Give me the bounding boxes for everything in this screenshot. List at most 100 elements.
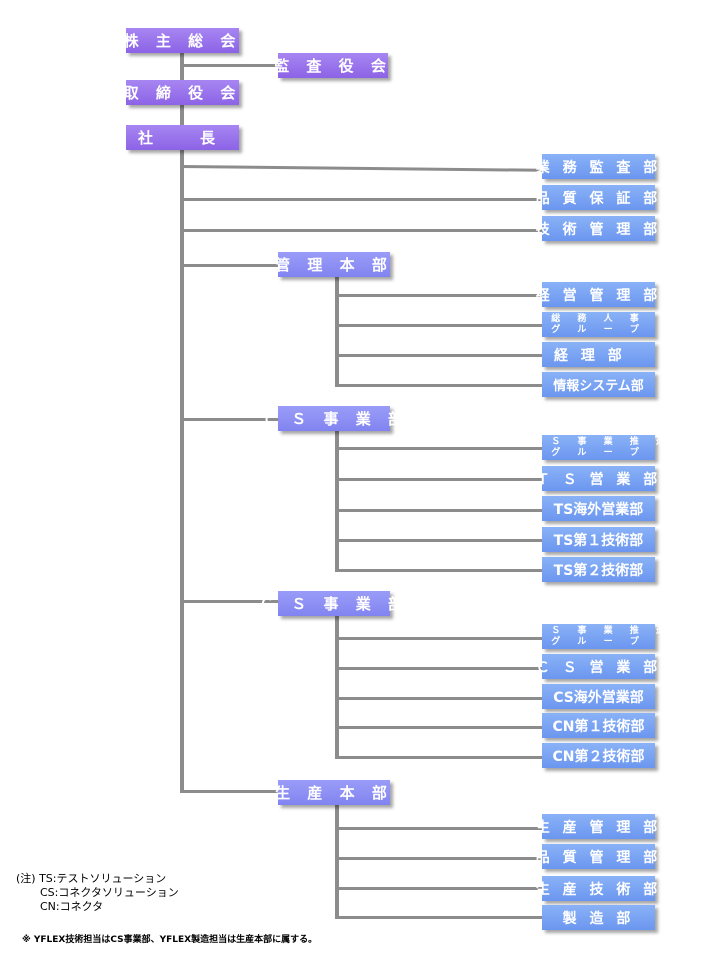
quality-assurance-dept-box[interactable]: 品 質 保 証 部 xyxy=(536,185,657,210)
seisan-subtrunk xyxy=(335,803,339,918)
cn-tech-dept-2-label: CN第２技術部 xyxy=(552,748,645,765)
note-cn: CN:コネクタ xyxy=(40,900,103,914)
cs-overseas-sales-dept-label: CS海外営業部 xyxy=(553,689,644,706)
cs-promotion-label: Ｃ Ｓ 事 業 推 進 xyxy=(525,625,672,636)
cs-division-box[interactable]: Ｃ Ｓ 事 業 部 xyxy=(259,591,403,616)
kanri-subtrunk xyxy=(335,275,339,387)
president-label-1: 社 xyxy=(138,129,160,147)
ts-group-label: グ ル ー プ xyxy=(551,447,646,458)
production-engineering-dept-label: 生 産 技 術 部 xyxy=(535,881,662,898)
cs-sales-dept-box[interactable]: Ｃ Ｓ 営 業 部 xyxy=(536,654,657,679)
corporate-planning-dept-label: 経 営 管 理 部 xyxy=(535,287,662,304)
quality-management-dept-label: 品 質 管 理 部 xyxy=(535,849,662,866)
ts-promotion-group-box[interactable]: Ｔ Ｓ 事 業 推 進 グ ル ー プ xyxy=(525,435,665,460)
board-of-directors-box[interactable]: 取 締 役 会 xyxy=(123,80,242,105)
note-cn-text: CN:コネクタ xyxy=(40,900,104,913)
cs-branch-2 xyxy=(335,667,542,670)
cn-tech-dept-1-label: CN第１技術部 xyxy=(552,718,645,735)
cs-division-label: Ｃ Ｓ 事 業 部 xyxy=(259,595,409,613)
kanri-branch-4 xyxy=(335,384,542,387)
ts-division-box[interactable]: Ｔ Ｓ 事 業 部 xyxy=(259,406,403,431)
ts-branch-2 xyxy=(335,478,542,481)
kanri-branch-1 xyxy=(335,294,542,297)
general-affairs-hr-label: 総 務 人 事 xyxy=(551,313,646,324)
ts-tech-dept-1-label: TS第１技術部 xyxy=(553,532,644,549)
cs-promotion-group-box[interactable]: Ｃ Ｓ 事 業 推 進 グ ル ー プ xyxy=(525,624,665,649)
kanri-division-box[interactable]: 管 理 本 部 xyxy=(275,252,393,277)
shareholders-meeting-box[interactable]: 株 主 総 会 xyxy=(123,28,242,53)
production-engineering-dept-box[interactable]: 生 産 技 術 部 xyxy=(536,876,657,901)
business-audit-dept-box[interactable]: 業 務 監 査 部 xyxy=(536,154,657,179)
cs-group-label: グ ル ー プ xyxy=(551,636,646,647)
president-label-2: 長 xyxy=(199,129,221,147)
note-ts-text: (注) TS:テストソリューション xyxy=(16,872,167,885)
ts-branch-5 xyxy=(335,569,542,572)
ts-sales-dept-box[interactable]: Ｔ Ｓ 営 業 部 xyxy=(536,466,657,491)
corporate-planning-dept-box[interactable]: 経 営 管 理 部 xyxy=(536,282,657,307)
ts-branch-1 xyxy=(335,447,542,450)
information-systems-dept-box[interactable]: 情報システム部 xyxy=(542,372,655,397)
production-management-dept-label: 生 産 管 理 部 xyxy=(535,819,662,836)
connector-audit xyxy=(179,165,542,172)
manufacturing-dept-box[interactable]: 製 造 部 xyxy=(542,905,655,930)
connector-qa xyxy=(180,198,542,201)
production-management-dept-box[interactable]: 生 産 管 理 部 xyxy=(536,814,657,839)
seisan-branch-3 xyxy=(335,887,542,890)
ts-overseas-sales-dept-box[interactable]: TS海外営業部 xyxy=(542,496,655,521)
auditor-connector xyxy=(180,64,280,67)
board-of-directors-label: 取 締 役 会 xyxy=(123,84,242,102)
connector-tech-mgmt xyxy=(180,229,542,232)
cs-subtrunk xyxy=(335,614,339,759)
quality-management-dept-box[interactable]: 品 質 管 理 部 xyxy=(536,844,657,869)
ts-branch-4 xyxy=(335,539,542,542)
auditor-board-label: 監 査 役 会 xyxy=(274,57,392,75)
seisan-division-box[interactable]: 生 産 本 部 xyxy=(275,780,393,805)
tech-management-dept-label: 技 術 管 理 部 xyxy=(535,221,662,238)
connector-seisan xyxy=(180,790,278,793)
seisan-branch-2 xyxy=(335,857,542,860)
shareholders-meeting-label: 株 主 総 会 xyxy=(123,32,242,50)
president-box[interactable]: 社 長 xyxy=(126,125,239,150)
cs-branch-1 xyxy=(335,637,542,640)
kanri-branch-2 xyxy=(335,324,542,327)
group-label: グ ル ー プ xyxy=(551,324,646,335)
kanri-branch-3 xyxy=(335,354,542,357)
ts-subtrunk xyxy=(335,430,339,572)
cs-branch-5 xyxy=(335,756,542,759)
accounting-dept-box[interactable]: 経 理 部 xyxy=(542,342,655,367)
tech-management-dept-box[interactable]: 技 術 管 理 部 xyxy=(536,216,657,241)
cs-sales-dept-label: Ｃ Ｓ 営 業 部 xyxy=(535,659,662,676)
seisan-branch-1 xyxy=(335,827,542,830)
cs-branch-3 xyxy=(335,697,542,700)
note-cs: CS:コネクタソリューション xyxy=(40,886,179,900)
connector-kanri xyxy=(180,264,278,267)
ts-division-label: Ｔ Ｓ 事 業 部 xyxy=(259,410,409,428)
cn-tech-dept-2-box[interactable]: CN第２技術部 xyxy=(542,743,655,768)
auditor-board-box[interactable]: 監 査 役 会 xyxy=(274,53,388,78)
cs-overseas-sales-dept-box[interactable]: CS海外営業部 xyxy=(542,684,655,709)
connector-cs xyxy=(180,600,278,603)
ts-sales-dept-label: Ｔ Ｓ 営 業 部 xyxy=(535,471,662,488)
business-audit-dept-label: 業 務 監 査 部 xyxy=(535,159,662,176)
footer-note: ※ YFLEX技術担当はCS事業部、YFLEX製造担当は生産本部に属する。 xyxy=(22,932,317,945)
note-cs-text: CS:コネクタソリューション xyxy=(40,886,179,899)
kanri-division-label: 管 理 本 部 xyxy=(275,256,393,274)
general-affairs-hr-group-box[interactable]: 総 務 人 事 グ ル ー プ xyxy=(542,312,655,337)
manufacturing-dept-label: 製 造 部 xyxy=(562,910,635,927)
cn-tech-dept-1-box[interactable]: CN第１技術部 xyxy=(542,713,655,738)
ts-tech-dept-2-label: TS第２技術部 xyxy=(553,562,644,579)
ts-branch-3 xyxy=(335,509,542,512)
footer-note-text: ※ YFLEX技術担当はCS事業部、YFLEX製造担当は生産本部に属する。 xyxy=(22,935,318,945)
ts-promotion-label: Ｔ Ｓ 事 業 推 進 xyxy=(525,436,672,447)
seisan-division-label: 生 産 本 部 xyxy=(275,784,393,802)
ts-tech-dept-2-box[interactable]: TS第２技術部 xyxy=(542,557,655,582)
ts-tech-dept-1-box[interactable]: TS第１技術部 xyxy=(542,527,655,552)
information-systems-dept-label: 情報システム部 xyxy=(553,379,644,394)
accounting-dept-label: 経 理 部 xyxy=(554,347,626,364)
connector-ts xyxy=(180,418,278,421)
ts-overseas-sales-dept-label: TS海外営業部 xyxy=(553,501,644,518)
seisan-branch-4 xyxy=(335,916,542,919)
note-ts: (注) TS:テストソリューション xyxy=(16,872,166,886)
cs-branch-4 xyxy=(335,726,542,729)
quality-assurance-dept-label: 品 質 保 証 部 xyxy=(535,190,662,207)
